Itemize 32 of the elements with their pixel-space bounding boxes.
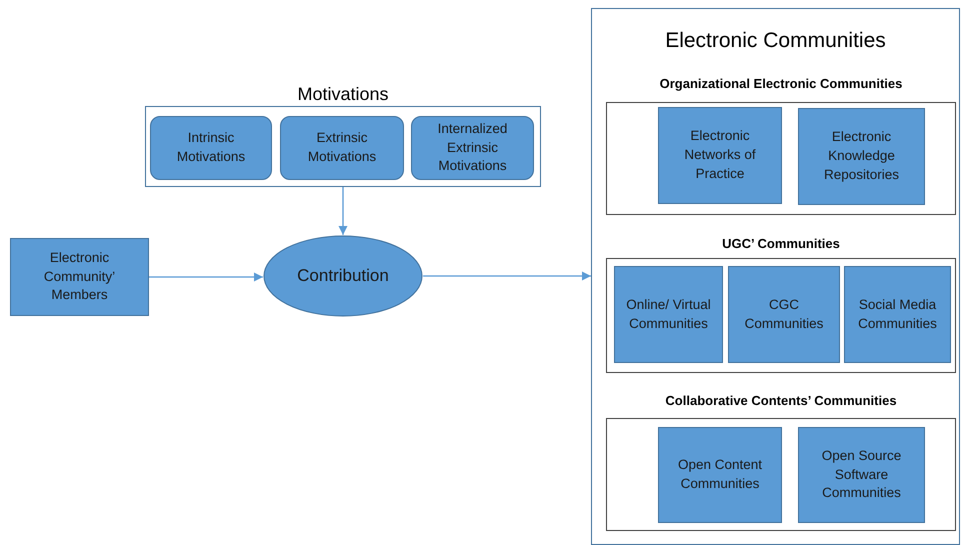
node-label: Social Media Communities: [857, 296, 938, 332]
process-box: [658, 427, 782, 523]
group-heading: Organizational Electronic Communities: [658, 76, 904, 91]
group-heading: UGC’ Communities: [721, 236, 841, 251]
node-label: Online/ Virtual Communities: [625, 296, 712, 332]
process-box: [150, 116, 272, 180]
node-label: Internalized Extrinsic Motivations: [436, 120, 508, 176]
process-box: [10, 238, 149, 316]
node-label: Contribution: [297, 266, 389, 286]
node-label: Open Content Communities: [676, 456, 764, 493]
group-heading: Collaborative Contents’ Communities: [664, 393, 898, 408]
arrow: [338, 187, 348, 235]
process-box: [844, 266, 951, 363]
node-label: Electronic Networks of Practice: [683, 127, 757, 183]
process-box: [798, 427, 925, 523]
process-box: [658, 107, 782, 204]
arrow: [423, 271, 591, 281]
group-heading: Motivations: [296, 84, 390, 105]
process-box: [614, 266, 723, 363]
arrow: [149, 272, 263, 282]
node-label: Open Source Software Communities: [820, 446, 902, 502]
node-label: CGC Communities: [744, 296, 824, 332]
group-frame: [591, 8, 960, 545]
node-label: Extrinsic Motivations: [306, 129, 378, 166]
node-label: Electronic Community’ Members: [42, 248, 116, 304]
node-label: Intrinsic Motivations: [176, 129, 246, 166]
process-box: [798, 108, 925, 205]
process-box: [280, 116, 404, 180]
group-title: Electronic Communities: [664, 29, 887, 53]
process-box: [411, 116, 534, 180]
process-box: [728, 266, 840, 363]
node-label: Electronic Knowledge Repositories: [822, 128, 900, 184]
